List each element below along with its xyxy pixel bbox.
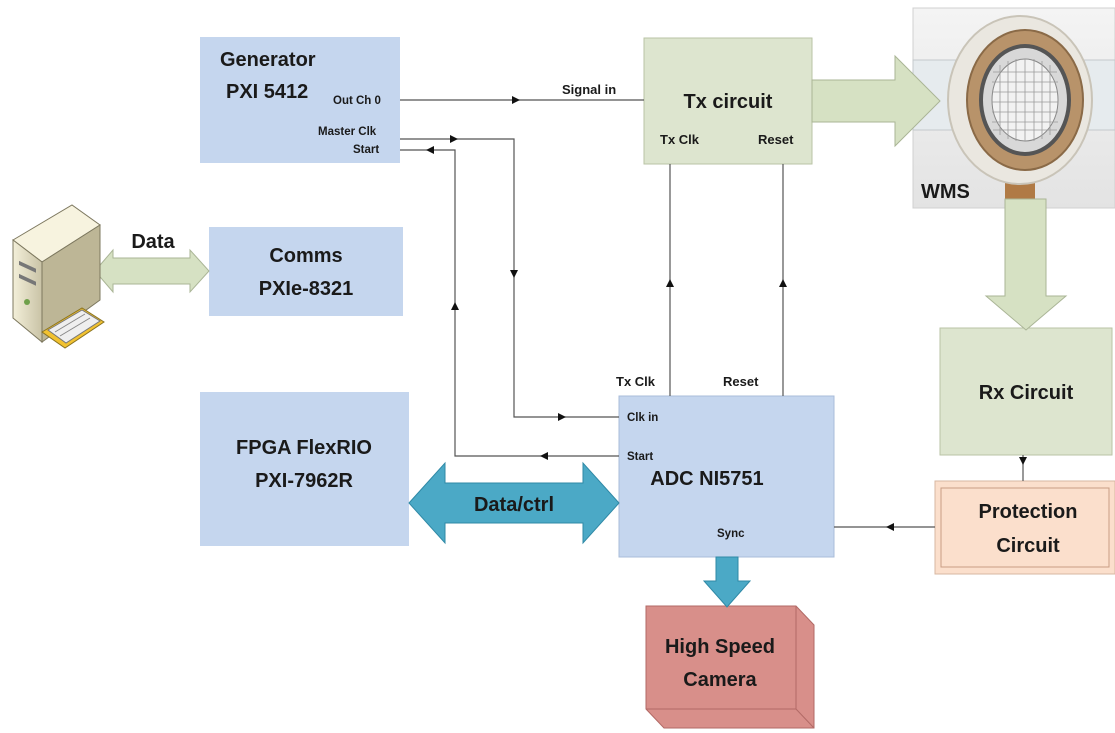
generator-port-master-clk: Master Clk bbox=[318, 126, 377, 138]
generator-title: Generator bbox=[220, 49, 316, 71]
tx-circuit-port-reset: Reset bbox=[758, 132, 794, 147]
fpga-box: FPGA FlexRIO PXI-7962R bbox=[200, 392, 409, 546]
reset-edge-label: Reset bbox=[723, 374, 759, 389]
rx-circuit-box: Rx Circuit bbox=[939, 327, 1113, 456]
wms-sensor: WMS bbox=[912, 7, 1115, 209]
data-double-arrow bbox=[94, 248, 210, 294]
camera-line2: Camera bbox=[683, 669, 757, 691]
fpga-model: PXI-7962R bbox=[255, 470, 353, 492]
tx-to-wms-arrow bbox=[811, 54, 941, 148]
adc-port-start: Start bbox=[627, 451, 653, 463]
protection-line1: Protection bbox=[979, 501, 1078, 523]
wms-to-rx-arrow bbox=[984, 198, 1068, 331]
data-ctrl-edge-label: Data/ctrl bbox=[474, 494, 554, 516]
generator-port-out: Out Ch 0 bbox=[333, 95, 381, 107]
adc-box: ADC NI5751 Clk in Start Sync bbox=[618, 395, 835, 558]
camera-line1: High Speed bbox=[665, 636, 775, 658]
comms-box: Comms PXIe-8321 bbox=[209, 227, 403, 316]
data-ctrl-double-arrow bbox=[408, 461, 620, 545]
generator-model: PXI 5412 bbox=[226, 81, 308, 103]
adc-title: ADC NI5751 bbox=[650, 468, 763, 490]
data-edge-label: Data bbox=[131, 231, 175, 253]
generator-box: Generator PXI 5412 Out Ch 0 Master Clk S… bbox=[200, 37, 400, 163]
wms-label: WMS bbox=[921, 181, 970, 203]
tx-circuit-box: Tx circuit Tx Clk Reset bbox=[643, 37, 813, 165]
adc-to-camera-arrow bbox=[702, 556, 752, 608]
comms-model: PXIe-8321 bbox=[259, 278, 354, 300]
comms-title: Comms bbox=[269, 245, 342, 267]
fpga-title: FPGA FlexRIO bbox=[236, 437, 372, 459]
desktop-computer-icon bbox=[12, 204, 105, 349]
tx-circuit-port-tx-clk: Tx Clk bbox=[660, 132, 700, 147]
adc-port-clk-in: Clk in bbox=[627, 412, 658, 424]
rx-circuit-title: Rx Circuit bbox=[979, 382, 1074, 404]
wire-mesh-sensor-icon bbox=[912, 15, 1115, 199]
tx-circuit-title: Tx circuit bbox=[684, 91, 773, 113]
signal-in-label: Signal in bbox=[562, 82, 616, 97]
adc-port-sync: Sync bbox=[717, 528, 745, 540]
high-speed-camera-box: High Speed Camera bbox=[645, 605, 815, 729]
protection-circuit-box: Protection Circuit bbox=[934, 480, 1115, 575]
protection-line2: Circuit bbox=[996, 535, 1060, 557]
generator-port-start: Start bbox=[353, 144, 379, 156]
tx-clk-edge-label: Tx Clk bbox=[616, 374, 656, 389]
